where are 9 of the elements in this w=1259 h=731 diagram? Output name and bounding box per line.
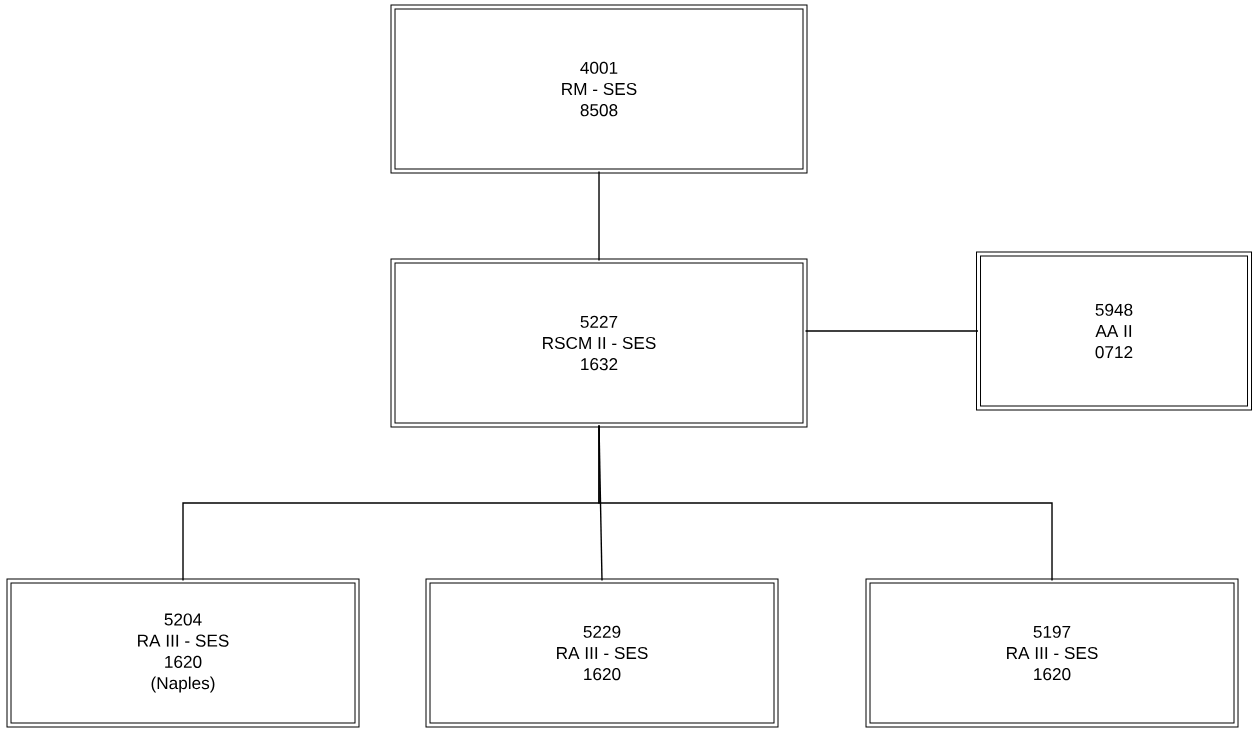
org-box: 5227 RSCM II - SES 1632 (390, 258, 808, 428)
org-box: 5204 RA III - SES 1620 (Naples) (6, 578, 360, 728)
org-box: 5229 RA III - SES 1620 (425, 578, 779, 728)
org-box: 4001 RM - SES 8508 (390, 4, 808, 174)
connector-line (598, 424, 1053, 582)
org-box: 5948 AA II 0712 (976, 251, 1252, 411)
connector-line (598, 170, 600, 262)
connector-line (804, 330, 979, 332)
org-box: 5197 RA III - SES 1620 (865, 578, 1239, 728)
